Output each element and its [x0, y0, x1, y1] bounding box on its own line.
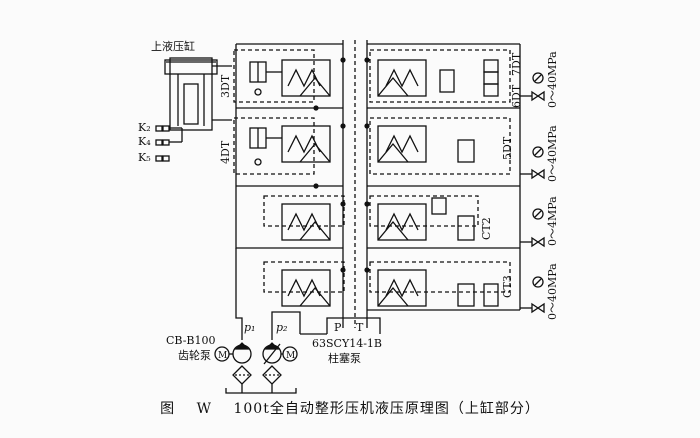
switch-k5-label: K₅ [138, 151, 151, 164]
left-valve-block-4 [263, 261, 345, 307]
pumps [214, 248, 327, 394]
junction-dots [313, 57, 370, 273]
pressure-p1-label: p₁ [244, 321, 255, 334]
figure-caption: 图 W 100t全自动整形压机液压原理图（上缸部分） [0, 398, 700, 418]
left-valve-block-3 [263, 195, 345, 241]
pressure-gauges [520, 72, 545, 314]
main-manifold-lines [235, 40, 521, 334]
gear-pump-name: 齿轮泵 [178, 348, 211, 362]
right-valve-block-3 [369, 195, 479, 241]
valve-4dt-label: 4DT [219, 140, 232, 164]
upper-cylinder [164, 57, 232, 131]
gauge-1-range: 0～40MPa [546, 51, 559, 108]
valve-7dt-label: 7DT [510, 52, 523, 76]
valve-ct3-label: CT3 [501, 275, 514, 298]
cylinder-label: 上液压缸 [151, 39, 195, 53]
gear-pump-model: CB-B100 [166, 334, 216, 347]
proximity-switches [155, 125, 183, 162]
switch-k4-label: K₄ [138, 135, 151, 148]
caption-title: 100t全自动整形压机液压原理图（上缸部分） [233, 401, 540, 417]
caption-number: W [196, 401, 213, 417]
gauge-4-range: 0～40MPa [546, 263, 559, 320]
text-labels: 上液压缸 K₂ K₄ K₅ 3DT 4DT 7DT 6DT 5DT CT2 CT… [138, 39, 559, 365]
gauge-3-range: 0～4MPa [546, 196, 559, 246]
right-valve-block-1 [369, 49, 511, 103]
left-valve-block-1 [233, 49, 331, 103]
gauge-2-range: 0～40MPa [546, 125, 559, 182]
pressure-p2-label: p₂ [276, 321, 287, 334]
motor-1-label: M [218, 351, 227, 361]
hydraulic-schematic: 上液压缸 K₂ K₄ K₅ 3DT 4DT 7DT 6DT 5DT CT2 CT… [138, 39, 559, 394]
port-p-label: P [334, 321, 342, 334]
caption-fig: 图 [160, 401, 176, 417]
valve-ct2-label: CT2 [480, 217, 493, 240]
valve-3dt-label: 3DT [219, 74, 232, 98]
piston-pump-model: 63SCY14-1B [312, 337, 382, 350]
port-t-label: T [356, 321, 364, 334]
valve-6dt-label: 6DT [510, 84, 523, 108]
piston-pump-name: 柱塞泵 [328, 351, 361, 365]
right-valve-block-4 [369, 261, 511, 307]
right-valve-block-2 [369, 117, 511, 175]
valve-5dt-label: 5DT [501, 136, 514, 160]
motor-2-label: M [286, 351, 295, 361]
left-valve-block-2 [233, 117, 331, 175]
switch-k2-label: K₂ [138, 121, 151, 134]
